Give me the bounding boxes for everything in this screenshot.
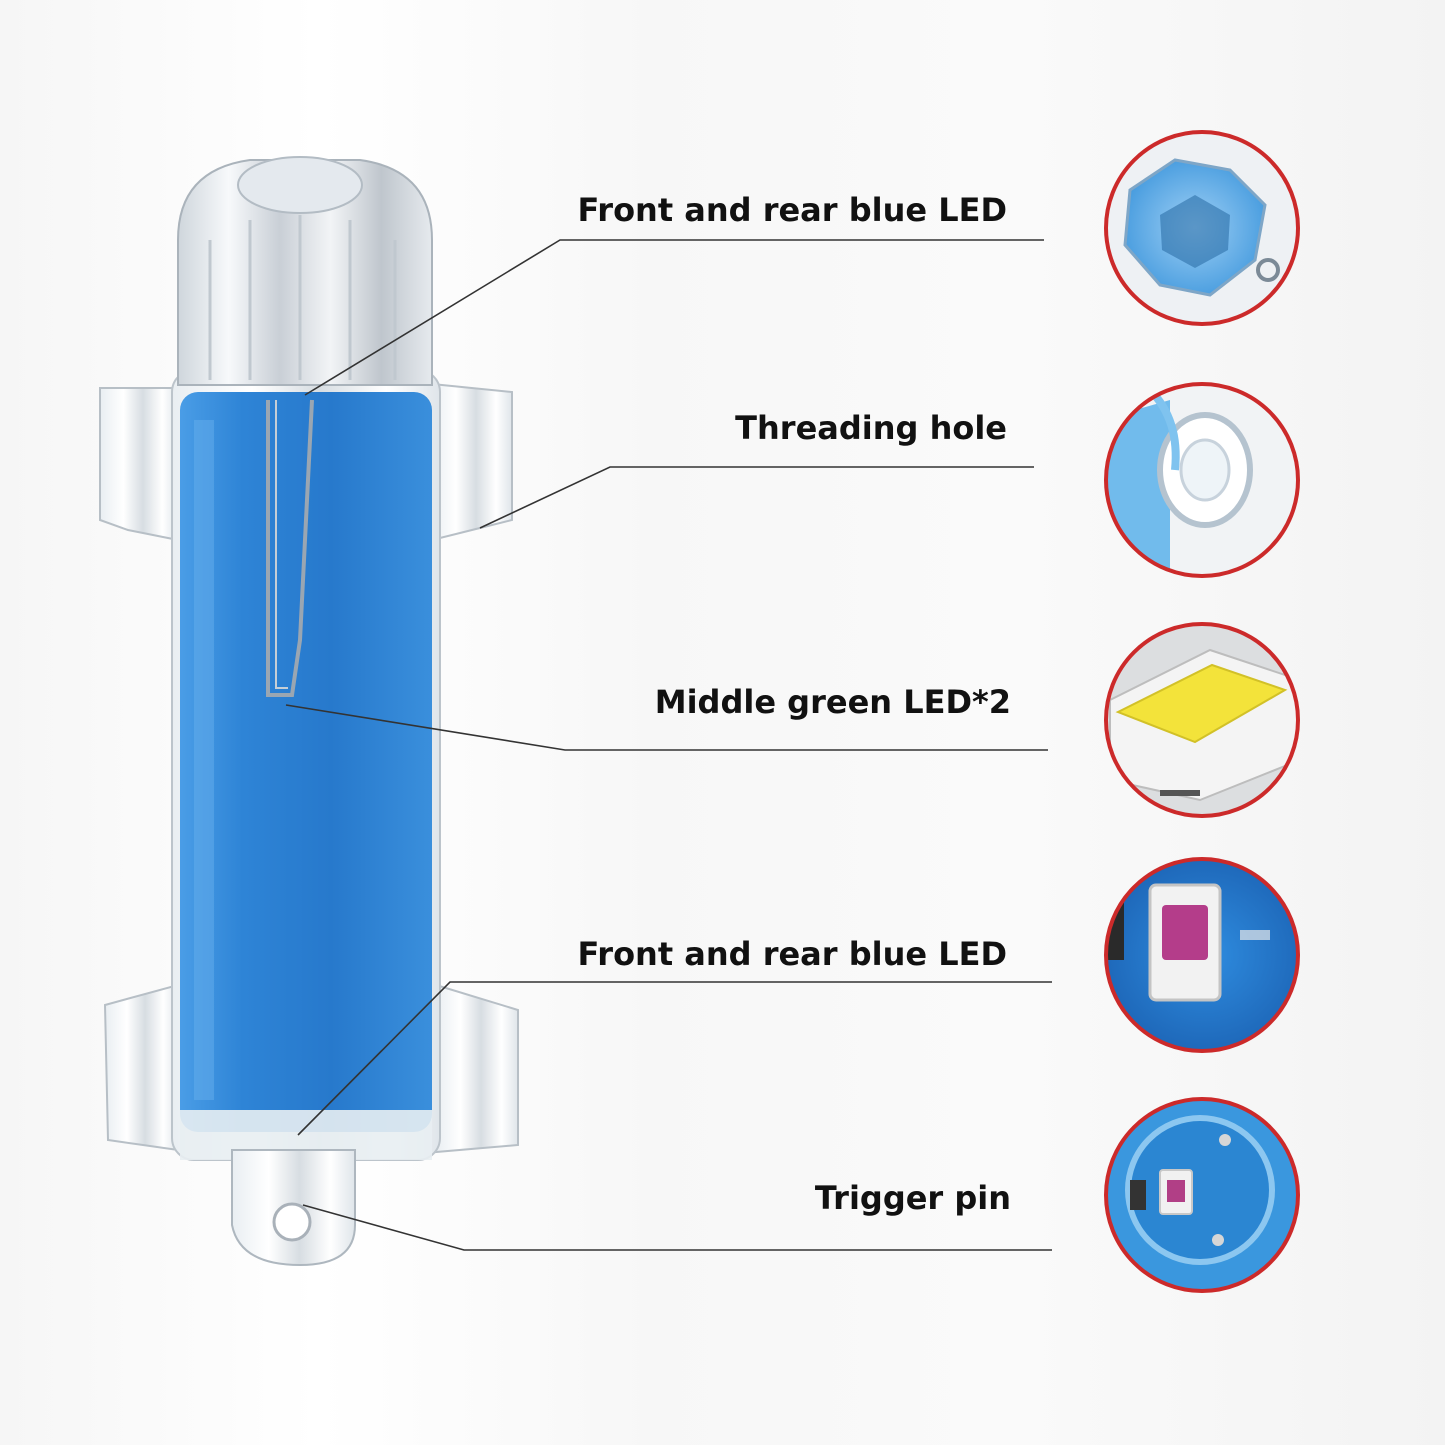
leader-line-5 [302,1204,1052,1251]
lower-right-wing [435,983,519,1154]
led-dome-icon [1104,130,1300,326]
leader-line-2 [479,466,1034,529]
trigger-pin-icon [1104,1097,1300,1293]
upper-right-wing [431,382,513,542]
leader-line-4 [297,981,1052,1136]
wire-loop [266,399,314,697]
blue-core [180,392,432,1132]
dome-cap [177,159,433,386]
wire-inner [275,400,288,689]
leader-line-1 [304,239,1044,396]
callout-label-middle-green-led: Middle green LED*2 [654,683,1011,721]
pcb-led-icon [1104,857,1300,1053]
threading-hole-icon [1104,382,1300,578]
upper-left-wing [99,387,179,542]
blue-highlight [194,420,214,1100]
callout-label-trigger-pin: Trigger pin [814,1179,1011,1217]
dome-ribs [208,215,397,380]
dome-lens [237,156,363,214]
trigger-pin-hole [272,1202,312,1242]
led-lure-body [99,156,519,1267]
leader-lines [285,239,1052,1251]
callout-label-threading-hole: Threading hole [735,409,1007,447]
callout-label-front-rear-led-bottom: Front and rear blue LED [577,935,1007,973]
smd-led-chip-icon [1104,622,1300,818]
lower-left-wing [103,983,179,1152]
callout-label-front-rear-led-top: Front and rear blue LED [577,191,1007,229]
leader-line-3 [285,704,1048,751]
